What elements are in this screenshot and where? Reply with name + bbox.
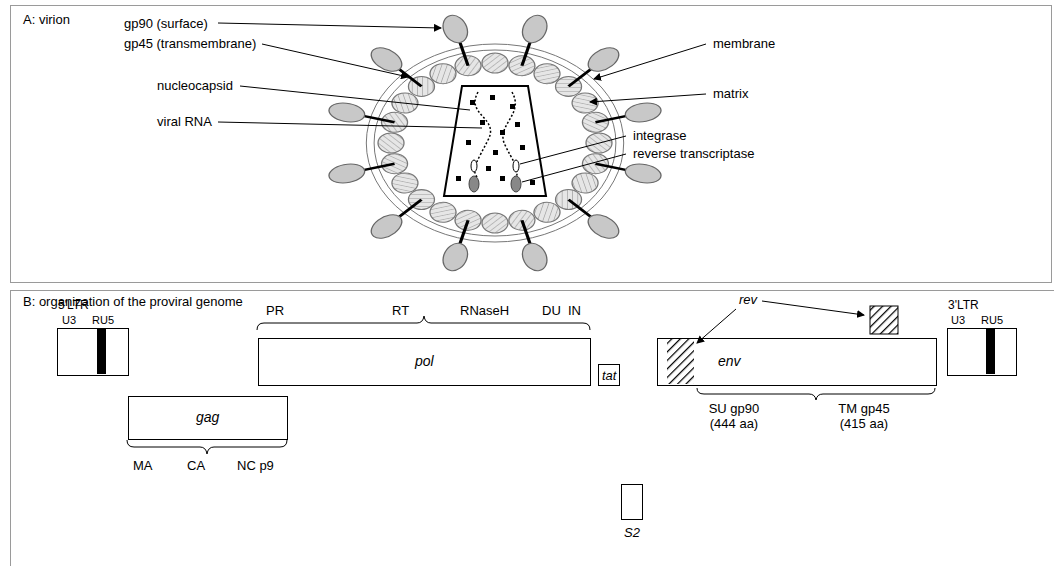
part-label: RT	[391, 303, 410, 318]
gene-box: gag	[128, 396, 288, 440]
node-text: U3	[62, 313, 76, 328]
panel-title: B: organization of the proviral genome	[23, 294, 243, 309]
part-label: nucleocapsid	[156, 78, 234, 93]
part-label: RNaseH	[459, 303, 510, 318]
node-text: RU5	[92, 313, 114, 328]
gene-box: pol	[258, 338, 591, 386]
node-text: U3	[951, 313, 965, 328]
part-label: reverse transcriptase	[632, 146, 755, 161]
part-label: viral RNA	[156, 114, 213, 129]
panel-title: A: virion	[23, 12, 70, 27]
part-label: PR	[265, 303, 285, 318]
gene-box: env	[657, 338, 937, 386]
node-text: 5'LTR	[58, 298, 89, 313]
part-label: gp90 (surface)	[123, 16, 209, 31]
part-label: MA	[132, 458, 154, 473]
part-label: TM gp45 (415 aa)	[830, 401, 898, 431]
node-text: RU5	[981, 313, 1003, 328]
ltr-box: 3'LTRU3RU5	[947, 328, 1017, 376]
part-label: integrase	[632, 128, 687, 143]
part-label: membrane	[712, 36, 776, 51]
part-label: IN	[567, 303, 582, 318]
part-label: CA	[186, 458, 206, 473]
gene-box: S2	[621, 484, 643, 520]
node-text: env	[718, 354, 741, 369]
node-text: pol	[415, 354, 434, 369]
ltr-box: 5'LTRU3RU5	[57, 328, 129, 376]
part-label: DU	[541, 303, 562, 318]
part-label: SU gp90 (444 aa)	[700, 401, 768, 431]
part-label: rev	[738, 292, 758, 307]
node-text: S2	[624, 525, 640, 540]
node-text: gag	[196, 410, 219, 425]
part-label: NC p9	[236, 458, 275, 473]
node-text: 3'LTR	[948, 298, 979, 313]
part-label: matrix	[712, 86, 749, 101]
node-text: tat	[602, 368, 616, 383]
part-label: gp45 (transmembrane)	[123, 36, 257, 51]
gene-box: tat	[598, 364, 620, 386]
